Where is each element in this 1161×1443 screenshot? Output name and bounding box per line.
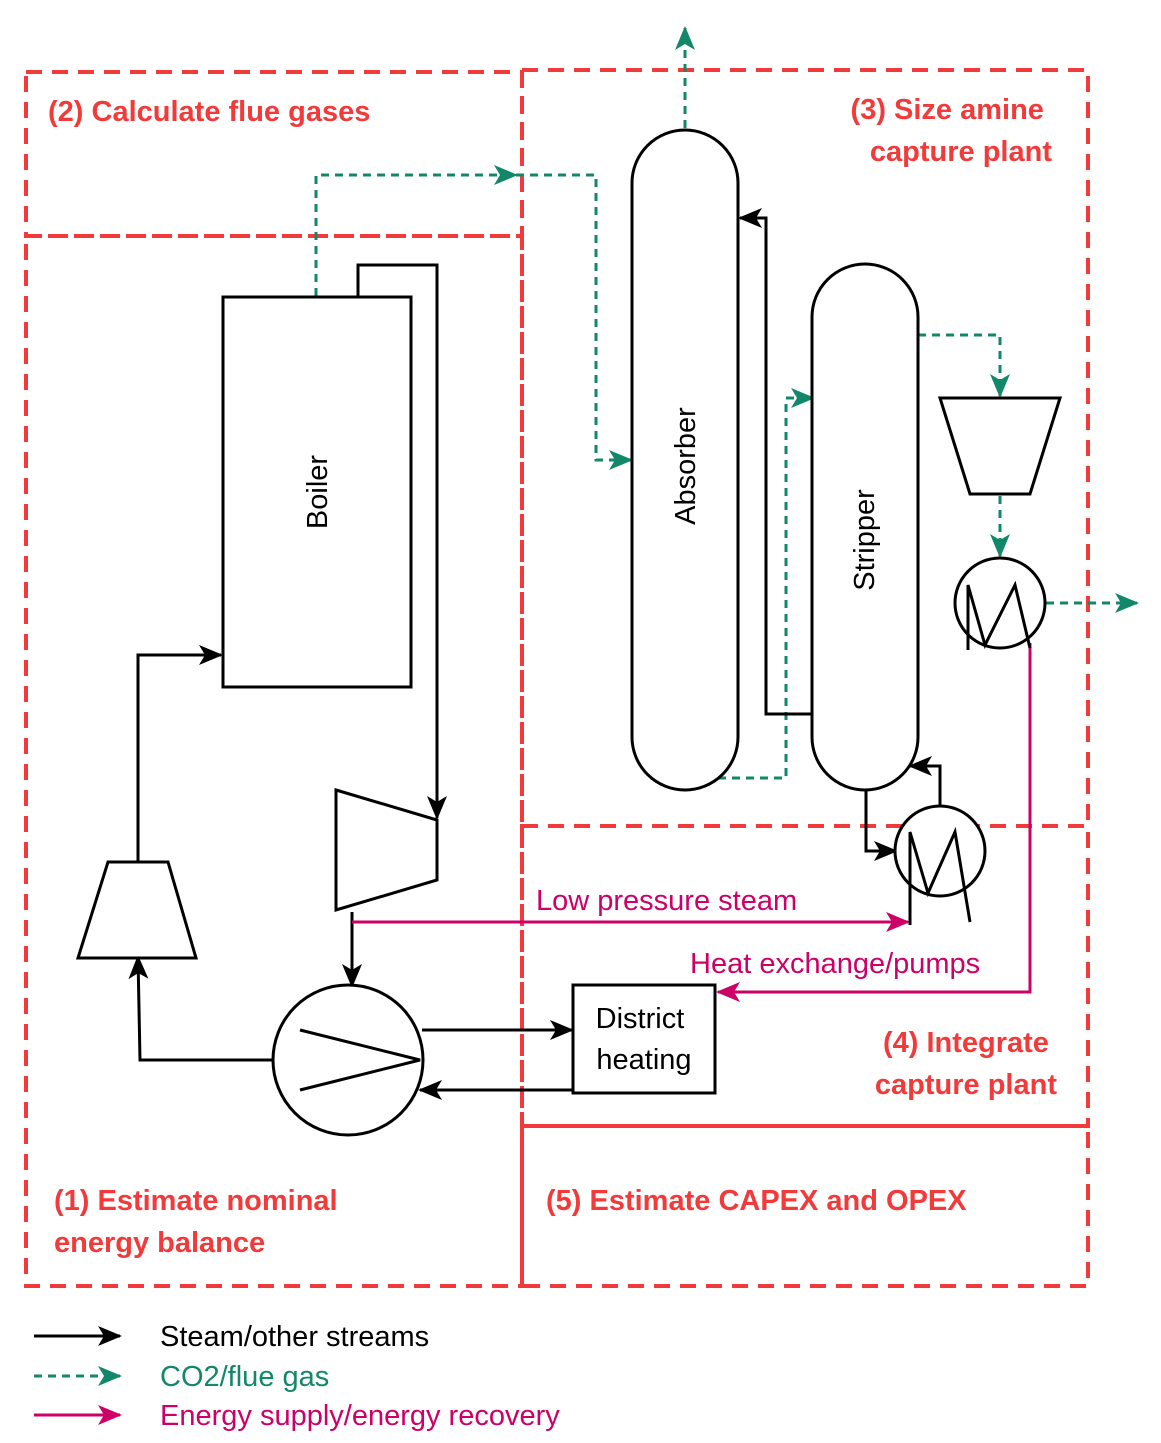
region-1-label: (1) Estimate nominal energy balance (54, 1185, 346, 1259)
district-heating-label: District heating (596, 1003, 693, 1076)
legend-label-flue-gas: CO2/flue gas (160, 1361, 329, 1393)
heat-exchange-label: Heat exchange/pumps (690, 948, 980, 980)
flue-gas-lines (314, 26, 1139, 780)
region-4-box (520, 824, 1090, 1128)
region-boxes (24, 68, 1090, 1288)
steam-boiler-to-turbine (356, 263, 447, 820)
co2-compressor-shape (937, 396, 1063, 496)
condenser-coil (299, 1028, 421, 1092)
steam-lines (128, 208, 942, 1100)
region-5-label: (5) Estimate CAPEX and OPEX (546, 1185, 967, 1217)
steam-turbine-shape (334, 787, 439, 913)
rich-amine-to-stripper (718, 388, 815, 780)
feedwater-to-boiler (136, 645, 223, 862)
condenser (271, 983, 425, 1137)
co2-cooler-coil (966, 580, 1032, 650)
district-heating: District heating (571, 983, 717, 1095)
district-heating-box (571, 983, 717, 1095)
region-3-box (520, 68, 1090, 828)
stripper-bottom-to-reboiler (864, 790, 898, 861)
legend: Steam/other streams CO2/flue gas Energy … (34, 1321, 560, 1432)
boiler: Boiler (221, 295, 413, 689)
reboiler-coil (908, 826, 972, 925)
condensate-to-pump (128, 955, 272, 1062)
absorber: Absorber (630, 128, 740, 792)
feed-pump (75, 860, 198, 960)
co2-cooler-circle (953, 556, 1047, 650)
flue-gas-to-absorber (516, 173, 633, 470)
absorber-column (630, 128, 740, 792)
stripper-label: Stripper (849, 489, 881, 591)
stripper: Stripper (810, 262, 920, 792)
region-4-label: (4) Integrate capture plant (875, 1027, 1057, 1101)
co2-compressor (937, 396, 1063, 496)
absorber-label: Absorber (670, 407, 702, 525)
reboiler (893, 804, 987, 925)
flue-gas-boiler-to-region3 (314, 165, 518, 296)
boiler-box (221, 295, 413, 689)
lean-amine-to-absorber (738, 208, 813, 716)
energy-lines (352, 643, 1032, 1002)
region-3-label: (3) Size amine capture plant (851, 94, 1053, 168)
legend-label-energy: Energy supply/energy recovery (160, 1400, 560, 1432)
condenser-circle (271, 983, 425, 1137)
reboiler-to-stripper (908, 756, 942, 806)
stripper-column (810, 262, 920, 792)
heat-exchange-line (716, 643, 1032, 1002)
co2-stripper-to-compressor (918, 333, 1010, 398)
legend-label-steam: Steam/other streams (160, 1321, 429, 1353)
low-pressure-steam-label: Low pressure steam (536, 885, 797, 917)
steam-turbine (334, 787, 439, 913)
region-2-label: (2) Calculate flue gases (48, 96, 370, 128)
boiler-label: Boiler (302, 455, 334, 529)
co2-cooler (953, 556, 1047, 650)
feed-pump-shape (75, 860, 198, 960)
